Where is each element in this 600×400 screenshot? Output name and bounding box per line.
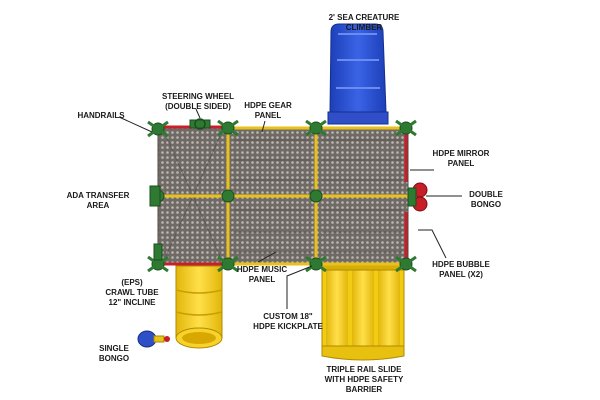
label-sea-creature-climber: 2' SEA CREATURE CLIMBER (328, 13, 400, 32)
crawl-tube (175, 265, 223, 349)
green-posts (147, 119, 417, 273)
leader-lines (118, 108, 462, 309)
sea-creature-climber (327, 23, 389, 125)
label-double-bongo: DOUBLE BONGO (469, 190, 503, 209)
label-hdpe-music-panel: HDPE MUSIC PANEL (236, 265, 288, 284)
label-eps-crawl-tube: (EPS) CRAWL TUBE 12" INCLINE (105, 278, 159, 307)
triple-rail-slide (321, 261, 405, 361)
single-bongo (137, 330, 170, 348)
double-bongo (407, 182, 428, 212)
steering-wheel (189, 118, 211, 130)
label-hdpe-bubble-panel: HDPE BUBBLE PANEL (X2) (432, 260, 490, 279)
label-hdpe-gear-panel: HDPE GEAR PANEL (244, 101, 292, 120)
label-handrails: HANDRAILS (77, 111, 125, 120)
label-single-bongo: SINGLE BONGO (98, 344, 130, 363)
label-hdpe-mirror-panel: HDPE MIRROR PANEL (432, 149, 490, 168)
label-triple-rail-slide: TRIPLE RAIL SLIDE WITH HDPE SAFETY BARRI… (324, 365, 404, 394)
label-steering-wheel: STEERING WHEEL (DOUBLE SIDED) (161, 92, 234, 111)
label-custom-kickplate: CUSTOM 18" HDPE KICKPLATE (253, 312, 323, 331)
label-ada-transfer-area: ADA TRANSFER AREA (66, 191, 130, 210)
